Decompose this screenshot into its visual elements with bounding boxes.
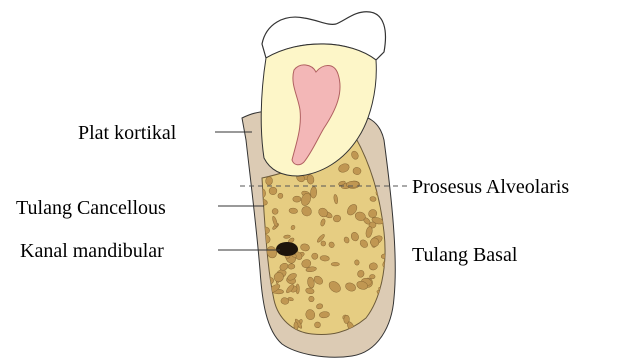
- marrow-space: [289, 208, 298, 214]
- label-plat-kortikal: Plat kortikal: [78, 122, 177, 144]
- marrow-space: [321, 241, 327, 247]
- marrow-space: [288, 264, 295, 270]
- marrow-space: [384, 128, 389, 133]
- label-prosesus-alveolaris: Prosesus Alveolaris: [412, 176, 569, 198]
- mandibular-canal: [276, 242, 298, 256]
- label-tulang-cancellous: Tulang Cancellous: [16, 197, 166, 219]
- marrow-space: [272, 208, 279, 214]
- marrow-space: [382, 125, 387, 133]
- label-tulang-basal: Tulang Basal: [412, 244, 518, 266]
- marrow-space: [269, 187, 278, 195]
- label-kanal-mandibular: Kanal mandibular: [20, 240, 164, 262]
- marrow-space: [354, 260, 359, 266]
- marrow-space: [293, 196, 301, 202]
- marrow-space: [344, 315, 350, 324]
- marrow-space: [331, 262, 339, 266]
- marrow-space: [265, 176, 273, 185]
- marrow-space: [314, 322, 321, 329]
